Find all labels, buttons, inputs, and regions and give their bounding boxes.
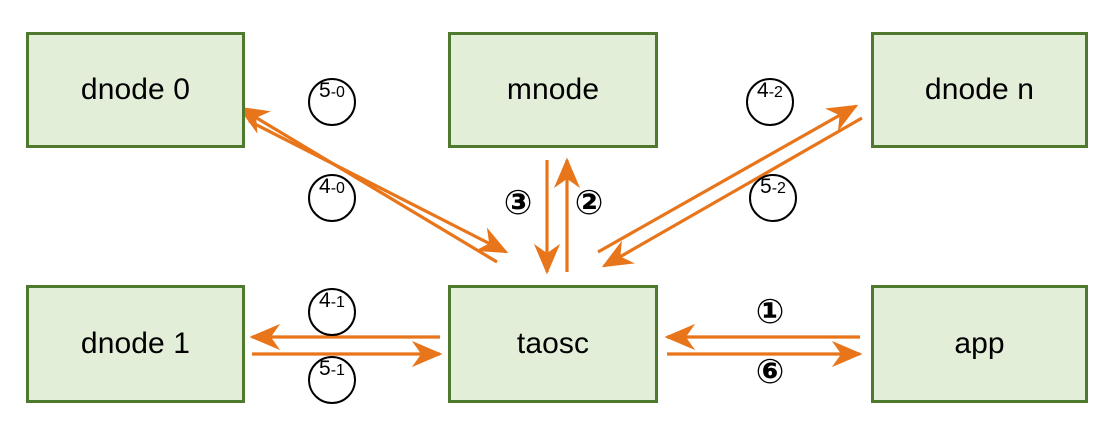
step-major: 4	[757, 79, 769, 102]
step-minor: -1	[330, 362, 345, 379]
node-dnode-1[interactable]: dnode 1	[26, 285, 245, 403]
node-label: dnode 1	[80, 327, 191, 360]
node-mnode[interactable]: mnode	[448, 32, 658, 148]
step-minor: -2	[771, 180, 786, 197]
node-label: dnode 0	[80, 73, 191, 106]
step-minor: -2	[768, 84, 783, 101]
step-label-5-2: 5-2	[749, 174, 797, 222]
step-label-4-1: 4-1	[308, 288, 356, 336]
node-dnode-n[interactable]: dnode n	[871, 32, 1088, 148]
node-label: taosc	[516, 327, 590, 360]
step-major: 5	[319, 357, 331, 380]
node-label: dnode n	[924, 73, 1035, 106]
step-label-3: ③	[503, 183, 533, 223]
step-minor: -0	[330, 84, 345, 101]
step-major: 4	[319, 289, 331, 312]
step-label-4-0: 4-0	[308, 174, 356, 222]
node-app[interactable]: app	[871, 285, 1088, 403]
node-taosc[interactable]: taosc	[448, 285, 658, 403]
step-label-1: ①	[755, 292, 785, 332]
step-label-6: ⑥	[755, 352, 785, 392]
node-label: app	[954, 327, 1005, 360]
step-label-4-2: 4-2	[746, 78, 794, 126]
step-major: 5	[319, 79, 331, 102]
node-label: mnode	[506, 73, 600, 106]
step-minor: -1	[330, 294, 345, 311]
step-minor: -0	[330, 180, 345, 197]
step-major: 4	[319, 175, 331, 198]
step-major: 5	[760, 175, 772, 198]
node-dnode-0[interactable]: dnode 0	[26, 32, 245, 148]
step-label-5-1: 5-1	[308, 356, 356, 404]
step-label-2: ②	[574, 183, 604, 223]
step-label-5-0: 5-0	[308, 78, 356, 126]
